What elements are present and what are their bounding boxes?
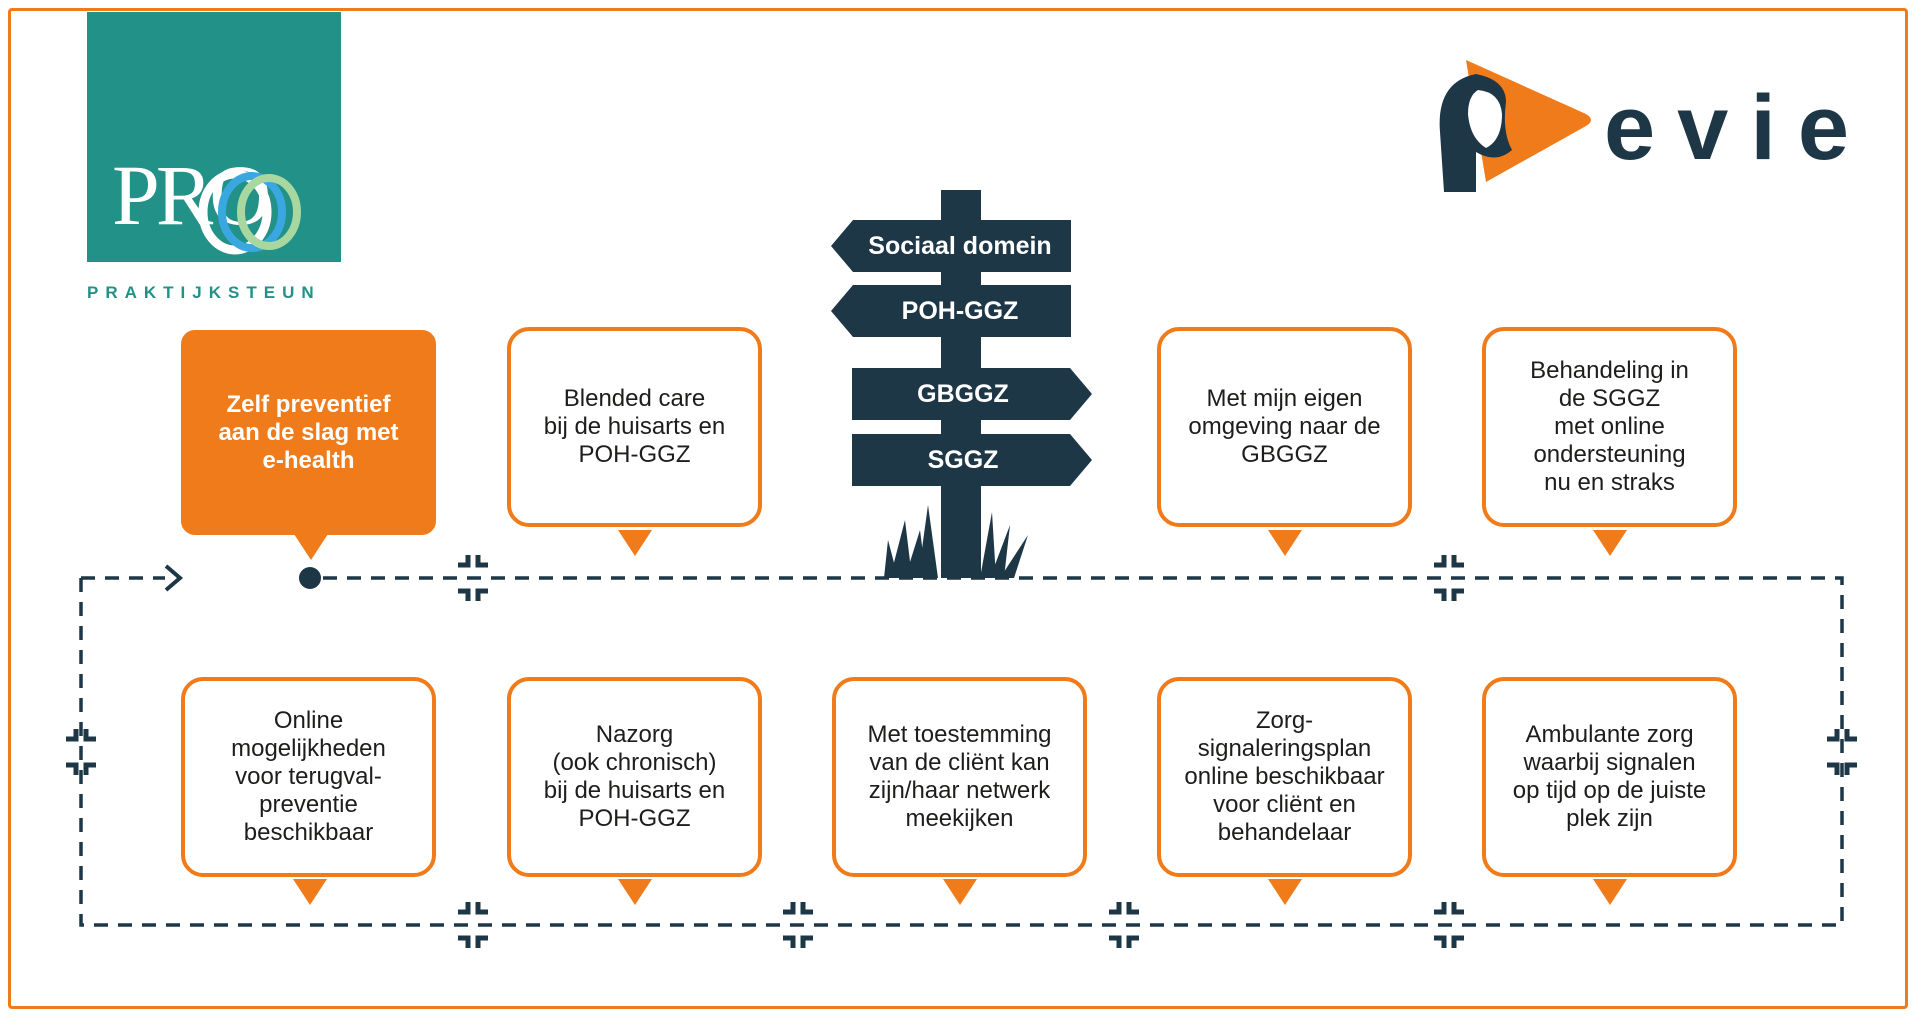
card-text: Nazorg (ook chronisch) bij de huisarts e… [543,721,726,832]
pro-subtitle: PRAKTIJKSTEUN [87,283,321,302]
card-pointer [294,534,328,560]
card-ambulante-zorg: Ambulante zorg waarbij signalen op tijd … [1482,677,1737,877]
card-signaleringsplan: Zorg- signaleringsplan online beschikbaa… [1157,677,1412,877]
start-dot [299,567,321,589]
sign-poh-ggz: POH-GGZ [831,285,1071,337]
card-pointer [1593,879,1627,905]
sign-sociaal-domein: Sociaal domein [831,220,1071,272]
arrow-right-icon [164,564,184,592]
card-pointer [1593,530,1627,556]
card-zelf-preventief: Zelf preventief aan de slag met e-health [181,330,436,535]
card-text: Met toestemming van de cliënt kan zijn/h… [867,721,1052,832]
card-behandeling-sggz: Behandeling in de SGGZ met online onders… [1482,327,1737,527]
evie-logo-text: evie [1604,77,1872,179]
card-eigen-omgeving: Met mijn eigen omgeving naar de GBGGZ [1157,327,1412,527]
sign-gbggz: GBGGZ [852,368,1092,420]
card-text: Met mijn eigen omgeving naar de GBGGZ [1188,385,1381,468]
card-pointer [1268,879,1302,905]
card-nazorg: Nazorg (ook chronisch) bij de huisarts e… [507,677,762,877]
card-text: Blended care bij de huisarts en POH-GGZ [543,385,726,468]
card-text: Ambulante zorg waarbij signalen op tijd … [1512,721,1707,832]
card-netwerk-meekijken: Met toestemming van de cliënt kan zijn/h… [832,677,1087,877]
card-pointer [618,879,652,905]
page-frame [8,8,1908,1009]
card-text: Zelf preventief aan de slag met e-health [218,390,399,474]
card-terugvalpreventie: Online mogelijkheden voor terugval- prev… [181,677,436,877]
sign-sggz: SGGZ [852,434,1092,486]
dashed-loop-line [79,576,1844,927]
card-pointer [943,879,977,905]
card-pointer [293,879,327,905]
card-pointer [618,530,652,556]
card-blended-care: Blended care bij de huisarts en POH-GGZ [507,327,762,527]
card-text: Zorg- signaleringsplan online beschikbaa… [1184,707,1385,846]
card-text: Online mogelijkheden voor terugval- prev… [231,707,386,846]
connector-crosses [66,555,1857,948]
pro-rings-icon [198,169,301,255]
grass-icon [884,505,1028,578]
evie-logo-icon [1439,60,1591,192]
card-text: Behandeling in de SGGZ met online onders… [1530,357,1689,496]
card-pointer [1268,530,1302,556]
pro-logo: PRO [87,12,341,262]
